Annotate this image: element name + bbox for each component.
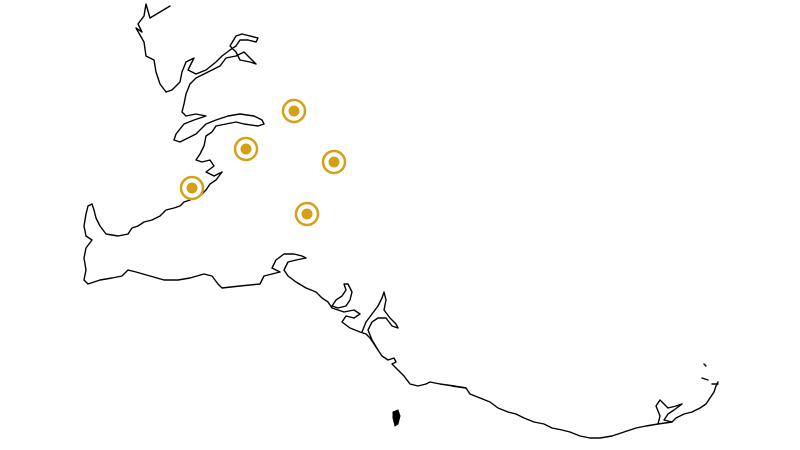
coastline bbox=[83, 3, 719, 439]
location-marker-dot bbox=[301, 208, 313, 220]
location-markers bbox=[179, 98, 347, 227]
coastline-spit bbox=[451, 385, 467, 389]
coastline-lagoon bbox=[331, 283, 353, 309]
location-marker-dot bbox=[240, 143, 252, 155]
location-marker-1[interactable] bbox=[281, 98, 307, 124]
location-marker-2[interactable] bbox=[233, 136, 259, 162]
coastline-eastern-inlet bbox=[361, 291, 399, 351]
coastline-southeast-bay bbox=[655, 399, 683, 425]
coastline-northern-inlet bbox=[83, 3, 719, 439]
offshore-island bbox=[392, 409, 401, 427]
location-marker-5[interactable] bbox=[294, 201, 320, 227]
location-marker-dot bbox=[328, 156, 340, 168]
coastline-east-fragment bbox=[701, 363, 719, 385]
location-marker-3[interactable] bbox=[321, 149, 347, 175]
location-marker-dot bbox=[288, 105, 300, 117]
location-marker-dot bbox=[186, 182, 198, 194]
location-marker-4[interactable] bbox=[179, 175, 205, 201]
